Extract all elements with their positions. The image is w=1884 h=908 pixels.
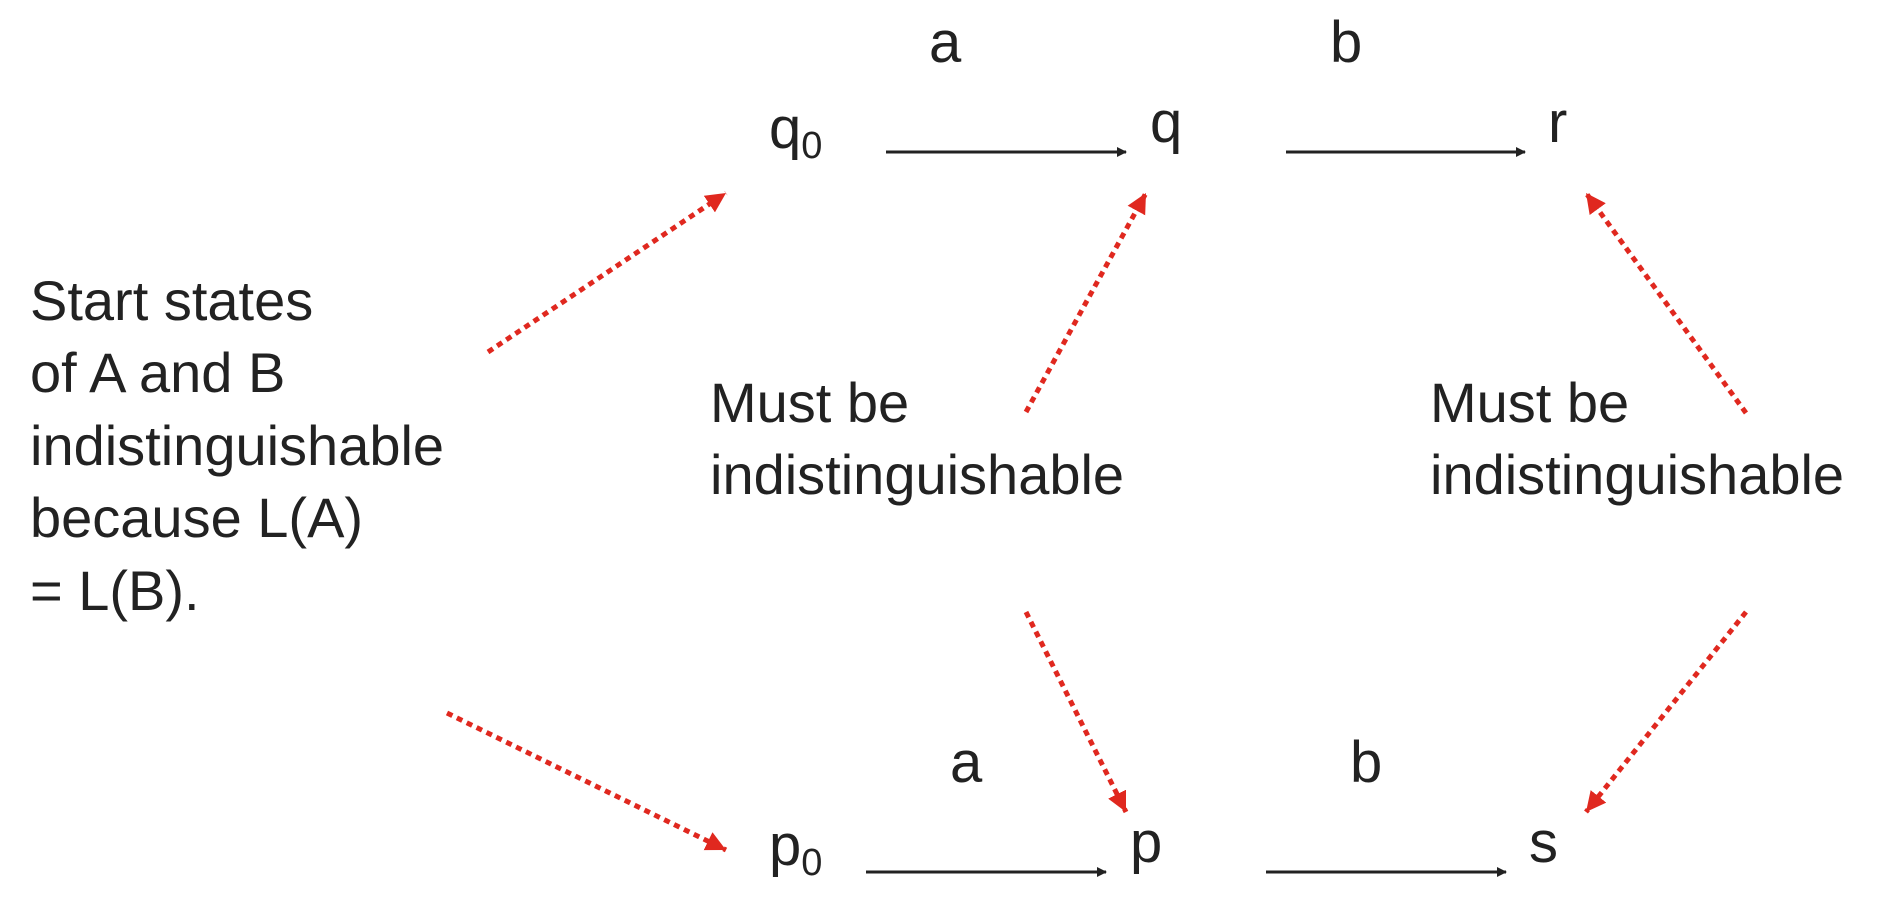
- note-right-line-1: Must be: [1430, 371, 1629, 434]
- dotted-arrow-to-p0: [445, 710, 728, 853]
- note-right-indistinguishable: Must be indistinguishable: [1430, 371, 1844, 506]
- state-p0-base: p: [769, 813, 801, 878]
- dotted-arrow-to-s: [1584, 610, 1748, 814]
- state-q0-subscript: 0: [801, 125, 822, 167]
- transition-label-bottom-b: b: [1350, 730, 1382, 795]
- transition-label-bottom-a: a: [950, 730, 983, 795]
- state-p0-subscript: 0: [801, 842, 822, 884]
- state-p: p: [1130, 810, 1162, 875]
- transition-label-top-b: b: [1330, 10, 1362, 75]
- dotted-arrow-to-p: [1023, 610, 1129, 814]
- state-q0: q0: [769, 96, 822, 167]
- note-start-states: Start states of A and B indistinguishabl…: [30, 269, 460, 622]
- state-r: r: [1548, 90, 1567, 155]
- note-middle-line-1: Must be: [710, 371, 909, 434]
- note-start-states-line-2: of A and B: [30, 341, 285, 404]
- transition-label-top-a: a: [929, 10, 962, 75]
- dotted-arrow-to-r: [1583, 191, 1749, 415]
- note-start-states-line-3: indistinguishable: [30, 414, 444, 477]
- state-q0-base: q: [769, 96, 801, 161]
- dotted-arrow-to-q: [1023, 191, 1149, 414]
- dotted-arrow-to-q0: [486, 190, 728, 355]
- note-middle-line-2: indistinguishable: [710, 443, 1124, 506]
- note-right-line-2: indistinguishable: [1430, 443, 1844, 506]
- note-middle-indistinguishable: Must be indistinguishable: [710, 371, 1124, 506]
- note-start-states-line-1: Start states: [30, 269, 313, 332]
- note-start-states-line-4: because L(A): [30, 486, 363, 549]
- state-q: q: [1150, 90, 1182, 155]
- state-p0: p0: [769, 813, 822, 884]
- note-start-states-line-5: = L(B).: [30, 559, 200, 622]
- state-s: s: [1529, 810, 1558, 875]
